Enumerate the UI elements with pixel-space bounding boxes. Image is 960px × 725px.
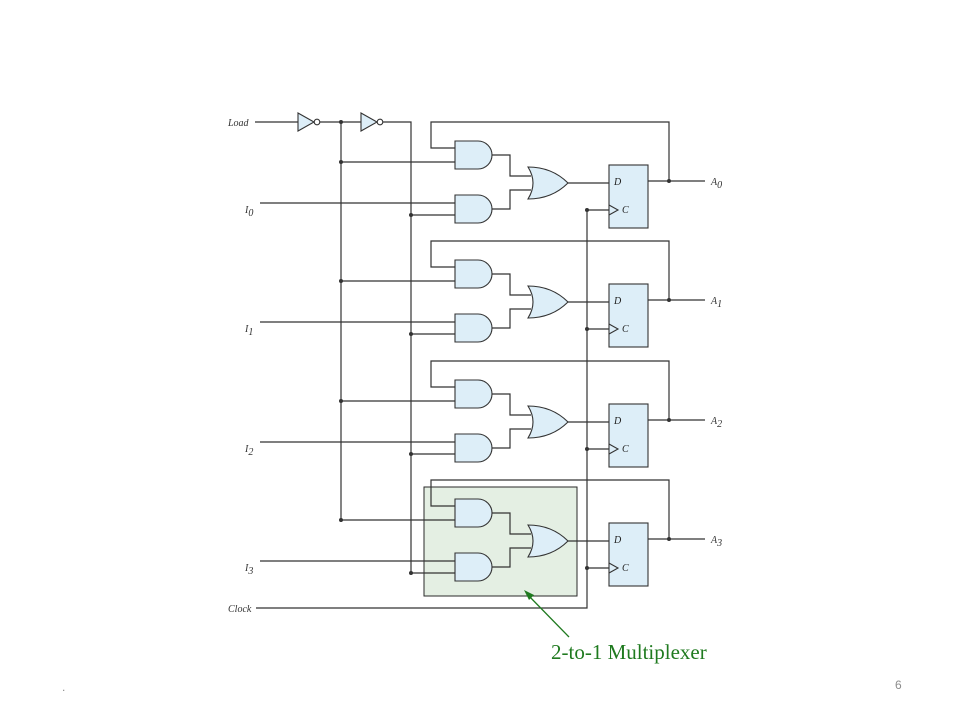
- and-to-or-lower-0: [492, 189, 531, 210]
- junction-dot: [585, 566, 589, 570]
- and-to-or-upper-1: [492, 273, 531, 296]
- ff-d-label: D: [613, 296, 622, 307]
- feedback-wire-2: [430, 360, 670, 420]
- multiplexer-callout-label: 2-to-1 Multiplexer: [551, 640, 707, 664]
- or-gate: [527, 166, 569, 200]
- and-gate: [454, 194, 493, 224]
- inverter-bubble: [313, 118, 321, 126]
- inverter-bubble: [376, 118, 384, 126]
- and-to-or-lower-1: [492, 308, 531, 329]
- data-input-label-2: I2: [244, 444, 253, 458]
- data-input-label-0: I0: [244, 205, 253, 219]
- and-gate: [454, 379, 493, 409]
- ff-c-label: C: [622, 563, 629, 574]
- and-to-or-lower-2: [492, 428, 531, 449]
- junction-dot: [409, 571, 413, 575]
- junction-dot: [409, 213, 413, 217]
- output-label-3: A3: [710, 535, 722, 549]
- d-flip-flop-2: [608, 403, 649, 468]
- ff-c-label: C: [622, 205, 629, 216]
- data-input-label-3: I3: [244, 563, 253, 577]
- clock-triangle: [608, 323, 620, 335]
- callout-arrow-line: [526, 593, 570, 638]
- d-flip-flop-0: [608, 164, 649, 229]
- and-to-or-upper-3: [492, 512, 531, 535]
- junction-dot: [339, 518, 343, 522]
- junction-dot: [409, 332, 413, 336]
- or-gate: [527, 285, 569, 319]
- load-label: Load: [227, 118, 250, 129]
- and-to-or-upper-2: [492, 393, 531, 416]
- output-label-1: A1: [710, 296, 722, 310]
- or-gate: [527, 405, 569, 439]
- data-input-label-1: I1: [244, 324, 253, 338]
- junction-dot: [585, 327, 589, 331]
- output-label-0: A0: [710, 177, 722, 191]
- ff-c-label: C: [622, 324, 629, 335]
- output-label-2: A2: [710, 416, 722, 430]
- and-to-or-upper-0: [492, 154, 531, 177]
- junction-dot: [409, 452, 413, 456]
- feedback-wire-1: [430, 240, 670, 300]
- and-gate: [454, 140, 493, 170]
- and-gate: [454, 498, 493, 528]
- or-gate: [527, 524, 569, 558]
- page-number: 6: [895, 678, 902, 692]
- callout-arrow-head: [524, 590, 534, 600]
- and-gate: [454, 552, 493, 582]
- junction-dot: [585, 208, 589, 212]
- junction-dot: [339, 399, 343, 403]
- footer-mark: .: [62, 680, 66, 694]
- d-flip-flop-1: [608, 283, 649, 348]
- not-gate: [297, 112, 316, 132]
- feedback-wire-3: [430, 479, 670, 539]
- junction-dot: [339, 279, 343, 283]
- and-to-or-lower-3: [492, 547, 531, 568]
- not-gate: [360, 112, 379, 132]
- clock-label: Clock: [228, 604, 252, 615]
- clock-triangle: [608, 443, 620, 455]
- ff-d-label: D: [613, 535, 622, 546]
- and-gate: [454, 433, 493, 463]
- ff-d-label: D: [613, 416, 622, 427]
- junction-dot: [585, 447, 589, 451]
- ff-c-label: C: [622, 444, 629, 455]
- clock-triangle: [608, 562, 620, 574]
- load-buffered-bus: [383, 121, 412, 574]
- junction-dot: [339, 160, 343, 164]
- and-gate: [454, 259, 493, 289]
- ff-d-label: D: [613, 177, 622, 188]
- and-gate: [454, 313, 493, 343]
- clock-triangle: [608, 204, 620, 216]
- feedback-wire-0: [430, 121, 670, 181]
- clock-bus: [256, 212, 588, 609]
- d-flip-flop-3: [608, 522, 649, 587]
